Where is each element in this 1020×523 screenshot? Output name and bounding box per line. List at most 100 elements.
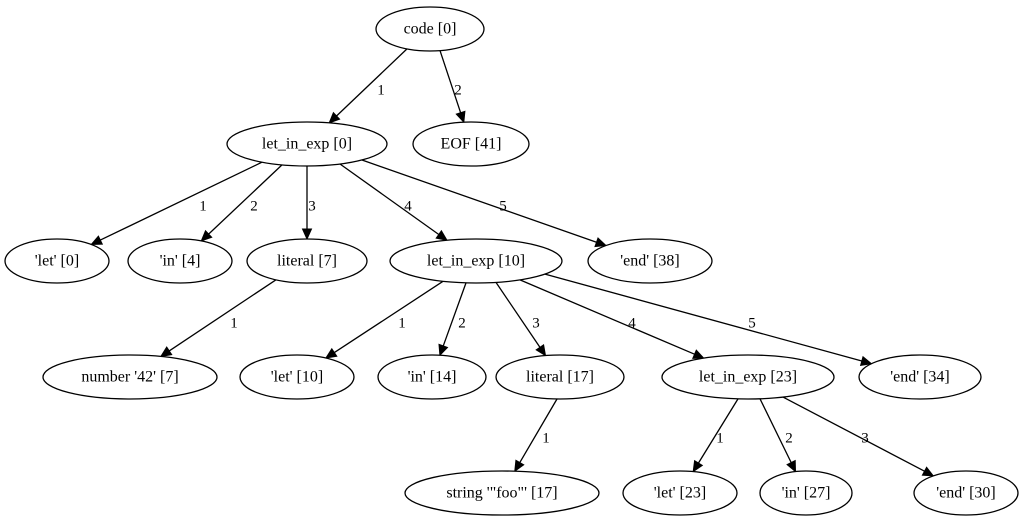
node-ellipse: [913, 470, 1019, 516]
node-label: literal [7]: [277, 253, 337, 270]
node-ellipse: [858, 354, 982, 400]
edge-line: [519, 279, 695, 355]
arrowhead-icon: [328, 111, 341, 124]
edge-line: [439, 50, 462, 113]
arrowhead-icon: [921, 466, 935, 477]
node-label: code [0]: [404, 21, 457, 38]
node-label: literal [17]: [526, 369, 594, 386]
edge-line: [544, 273, 862, 362]
node-ellipse: [246, 238, 368, 284]
node-label: 'let' [0]: [35, 253, 79, 270]
node-ellipse: [127, 238, 233, 284]
arrowhead-icon: [786, 459, 797, 473]
edge-let_in_exp_10-to-end_34: 5: [544, 273, 873, 367]
edge-let_in_exp_0-to-in_4: 2: [200, 164, 283, 242]
edge-let_in_exp_0-to-let_0: 1: [90, 161, 263, 246]
edge-label: 5: [748, 315, 756, 331]
arrowhead-icon: [535, 343, 547, 357]
node-end-30: 'end' [30]: [913, 470, 1019, 516]
node-label: 'in' [4]: [160, 253, 201, 270]
edge-line: [339, 163, 440, 236]
edge-label: 3: [861, 430, 869, 446]
edge-line: [168, 279, 277, 352]
node-label: 'end' [38]: [620, 253, 680, 270]
arrowhead-icon: [455, 110, 466, 124]
arrowhead-icon: [692, 459, 704, 473]
node-label: let_in_exp [23]: [699, 369, 797, 386]
node-label: 'let' [23]: [654, 485, 706, 502]
edge-line: [442, 282, 467, 347]
node-label: string '"foo"' [17]: [446, 485, 557, 502]
node-ellipse: [587, 238, 713, 284]
arrowhead-icon: [301, 228, 313, 241]
node-ellipse: [239, 354, 355, 400]
node-ellipse: [377, 354, 487, 400]
arrowhead-icon: [435, 229, 448, 242]
node-ellipse: [759, 470, 853, 516]
arrowhead-icon: [594, 237, 608, 248]
arrowhead-icon: [90, 235, 104, 246]
edge-label: 4: [628, 315, 636, 331]
node-end-38: 'end' [38]: [587, 238, 713, 284]
edge-code-to-let_in_exp_0: 1: [328, 48, 408, 124]
node-ellipse: [412, 121, 530, 167]
edge-line: [361, 159, 597, 243]
edge-label: 2: [785, 430, 793, 446]
edge-let_in_exp_23-to-end_30: 3: [782, 396, 935, 477]
arrowhead-icon: [514, 459, 525, 473]
node-literal-7: literal [7]: [246, 238, 368, 284]
node-label: let_in_exp [0]: [262, 136, 352, 153]
node-ellipse: [375, 6, 485, 52]
node-ellipse: [495, 354, 625, 400]
arrowhead-icon: [859, 355, 873, 367]
node-label: 'end' [34]: [890, 369, 950, 386]
edge-line: [697, 398, 739, 464]
edge-code-to-eof: 2: [439, 50, 466, 124]
edge-line: [100, 161, 263, 241]
node-code: code [0]: [375, 6, 485, 52]
node-in-27: 'in' [27]: [759, 470, 853, 516]
node-in-14: 'in' [14]: [377, 354, 487, 400]
arrowhead-icon: [200, 229, 213, 242]
edge-label: 2: [454, 82, 462, 98]
edge-let_in_exp_23-to-in_27: 2: [759, 398, 797, 473]
edge-let_in_exp_23-to-let_23: 1: [692, 398, 739, 473]
edge-label: 3: [308, 198, 316, 214]
edge-label: 1: [377, 82, 385, 98]
edge-let_in_exp_0-to-end_38: 5: [361, 159, 608, 248]
edge-label: 1: [716, 430, 724, 446]
edge-let_in_exp_0-to-let_in_exp_10: 4: [339, 163, 448, 242]
arrowhead-icon: [324, 347, 338, 359]
node-let-in-exp-23: let_in_exp [23]: [661, 354, 835, 400]
arrowhead-icon: [159, 346, 173, 358]
node-ellipse: [4, 238, 110, 284]
node-in-4: 'in' [4]: [127, 238, 233, 284]
node-ellipse: [226, 121, 388, 167]
edge-literal_7-to-number_42: 1: [159, 279, 277, 358]
node-label: let_in_exp [10]: [427, 253, 525, 270]
arrowhead-icon: [692, 349, 705, 359]
edge-line: [782, 396, 925, 472]
edge-line: [333, 280, 444, 354]
node-end-34: 'end' [34]: [858, 354, 982, 400]
edge-label: 4: [404, 198, 412, 214]
node-label: 'end' [30]: [936, 485, 996, 502]
edge-let_in_exp_10-to-in_14: 2: [438, 282, 467, 357]
node-let-0: 'let' [0]: [4, 238, 110, 284]
node-let-in-exp-10: let_in_exp [10]: [389, 238, 563, 284]
edge-let_in_exp_10-to-literal_17: 3: [495, 282, 547, 357]
edge-label: 3: [532, 315, 540, 331]
edge-line: [759, 398, 792, 463]
edge-let_in_exp_10-to-let_10: 1: [324, 280, 444, 359]
edge-line: [336, 48, 408, 117]
node-let-10: 'let' [10]: [239, 354, 355, 400]
node-ellipse: [42, 354, 218, 400]
edge-literal_17-to-string_foo: 1: [514, 398, 558, 473]
edge-let_in_exp_0-to-literal_7: 3: [301, 166, 316, 241]
node-string-foo: string '"foo"' [17]: [404, 470, 600, 516]
node-label: 'let' [10]: [271, 369, 323, 386]
edge-line: [208, 164, 283, 235]
node-label: 'in' [14]: [408, 369, 457, 386]
node-let-in-exp-0: let_in_exp [0]: [226, 121, 388, 167]
